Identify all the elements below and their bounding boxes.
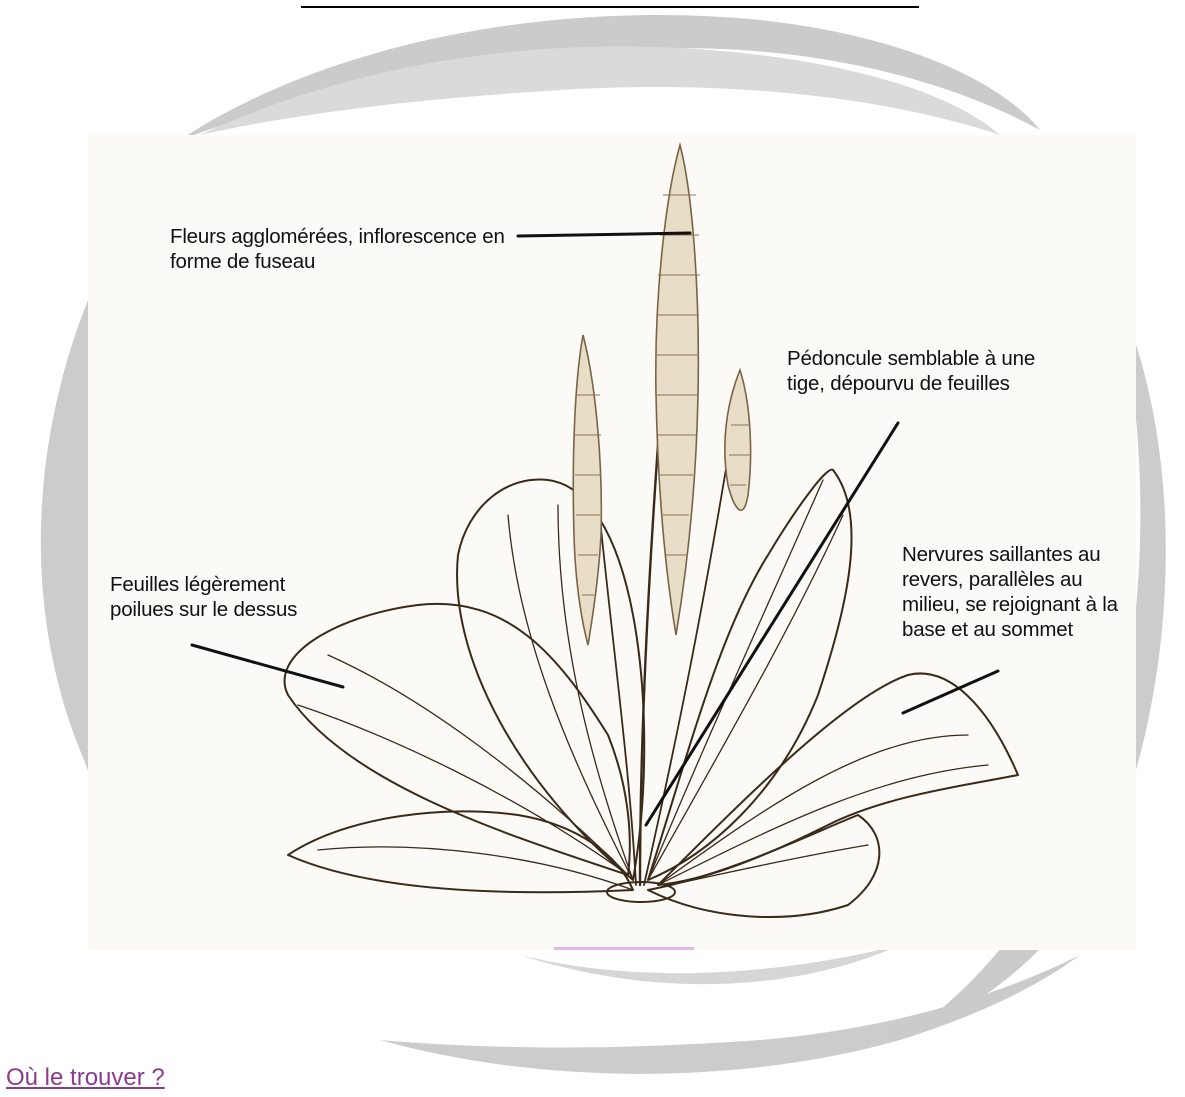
leaf-bottom-left bbox=[288, 811, 633, 892]
flower-spike-center bbox=[656, 145, 699, 635]
where-to-find-link[interactable]: Où le trouver ? bbox=[6, 1064, 165, 1092]
label-veins: Nervures saillantes au revers, parallèle… bbox=[902, 542, 1118, 642]
label-leaves: Feuilles légèrement poilues sur le dessu… bbox=[110, 572, 297, 622]
flower-spike-right bbox=[725, 370, 751, 510]
leader-leaves bbox=[192, 645, 343, 687]
top-rule bbox=[301, 6, 919, 8]
pink-highlight bbox=[554, 947, 694, 950]
leaf-bottom-right bbox=[648, 815, 879, 917]
label-flowers: Fleurs agglomérées, inflorescence en for… bbox=[170, 224, 505, 274]
leader-veins bbox=[903, 671, 998, 713]
label-peduncle: Pédoncule semblable à une tige, dépourvu… bbox=[787, 346, 1035, 396]
leaf-right-spreading bbox=[658, 673, 1018, 885]
leaf-left-upright bbox=[457, 479, 644, 880]
flower-spike-left bbox=[573, 335, 601, 645]
